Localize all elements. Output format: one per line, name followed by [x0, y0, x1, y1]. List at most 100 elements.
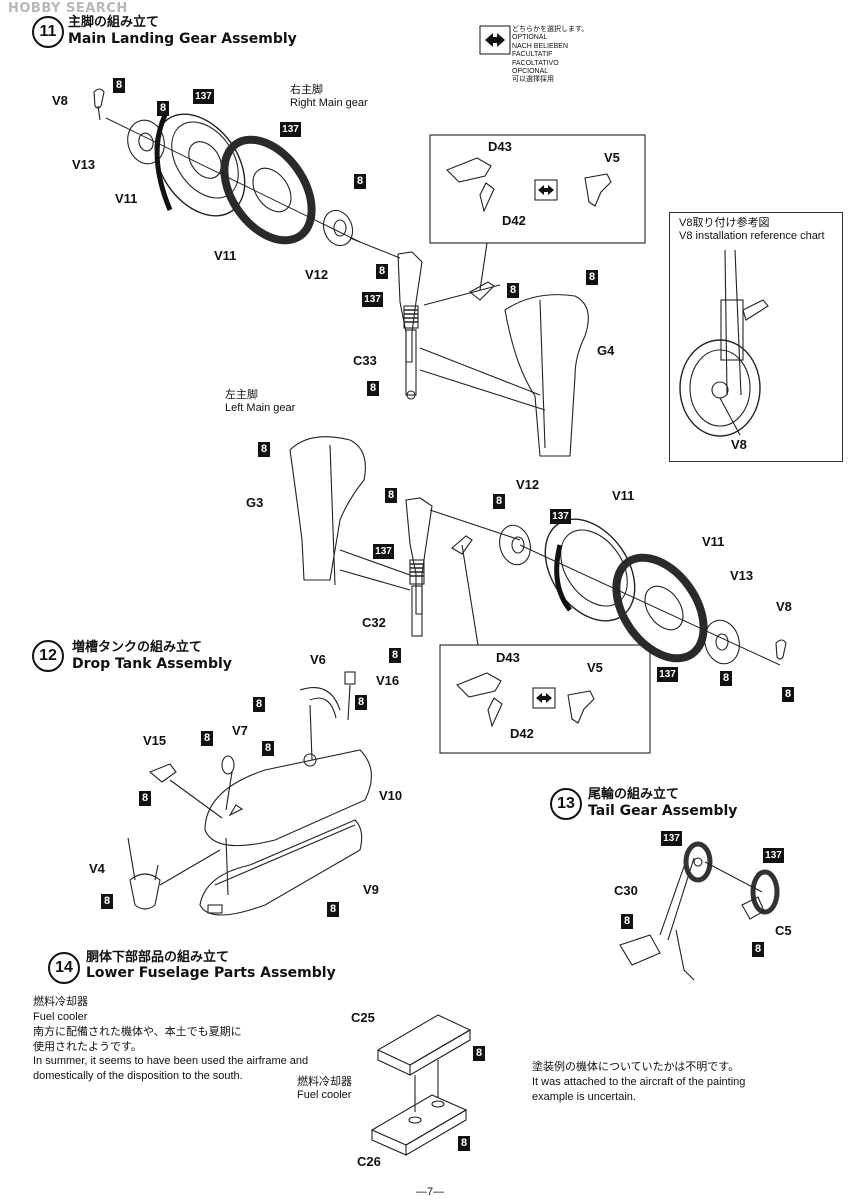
paint-code-8: 8 [327, 902, 339, 917]
paint-code-8: 8 [139, 791, 151, 806]
step-12-title-en: Drop Tank Assembly [72, 656, 232, 672]
v12-hub-left [499, 524, 531, 566]
paint-code-8: 8 [354, 174, 366, 189]
paint-code-137: 137 [657, 667, 678, 682]
step-11-title-en: Main Landing Gear Assembly [68, 31, 297, 47]
part-label-v10: V10 [379, 788, 403, 803]
v11-wheel-left-inner [544, 518, 636, 622]
reference-caption-en: V8 installation reference chart [679, 230, 825, 242]
part-label-v9: V9 [363, 882, 379, 897]
part-label-v16: V16 [376, 673, 400, 688]
part-label-v13: V13 [72, 157, 96, 172]
paint-code-137: 137 [550, 509, 571, 524]
paint-code-8: 8 [258, 442, 270, 457]
paint-code-8: 8 [507, 283, 519, 298]
part-label-d43-b: D43 [496, 650, 520, 665]
paint-code-8: 8 [458, 1136, 470, 1151]
v5-option [584, 173, 612, 207]
c5-tail-wheel [704, 861, 780, 920]
v12-hub-right [322, 209, 354, 247]
paint-code-137: 137 [373, 544, 394, 559]
part-label-v12-left: V12 [516, 477, 540, 492]
fuel-cooler-caption-en: Fuel cooler [297, 1089, 352, 1101]
v16-part [344, 671, 356, 685]
reference-label-v8: V8 [731, 437, 747, 452]
c25-part [376, 1014, 472, 1076]
part-label-v13-left: V13 [730, 568, 754, 583]
v8-reference-box [669, 212, 843, 462]
part-label-v4: V4 [89, 861, 105, 876]
paint-code-8: 8 [720, 671, 732, 686]
v8-part-bottom [775, 639, 787, 660]
v8-part-top [93, 88, 105, 121]
c32-strut [405, 497, 433, 637]
part-label-d42-b: D42 [510, 726, 534, 741]
v11-tire-left [612, 553, 708, 663]
step-12-number: 12 [32, 640, 64, 672]
paint-code-8: 8 [113, 78, 125, 93]
part-label-c32: C32 [362, 615, 386, 630]
paint-code-8: 8 [101, 894, 113, 909]
v9-tank-lower [199, 819, 363, 916]
part-label-v12: V12 [305, 267, 329, 282]
paint-example-note: 塗装例の機体についていたかは不明です。 It was attached to t… [532, 1061, 746, 1103]
paint-code-8: 8 [752, 942, 764, 957]
right-main-caption-en: Right Main gear [290, 97, 368, 109]
v13-hubcap-right [127, 119, 165, 165]
step-14-title-jp: 胴体下部部品の組み立て [86, 950, 230, 965]
v10-tank-upper [204, 749, 372, 847]
part-label-c5: C5 [775, 923, 792, 938]
part-label-v7: V7 [232, 723, 248, 738]
step-13-title-en: Tail Gear Assembly [588, 803, 738, 819]
paint-code-8: 8 [621, 914, 633, 929]
part-label-v5: V5 [604, 150, 620, 165]
part-label-v15: V15 [143, 733, 167, 748]
fuel-cooler-caption-jp: 燃料冷却器 [297, 1076, 352, 1088]
step-13-title-jp: 尾輪の組み立て [588, 787, 680, 802]
step-13-number: 13 [550, 788, 582, 820]
v11-tire-right [220, 135, 316, 245]
d43-option [446, 157, 495, 213]
paint-code-8: 8 [493, 494, 505, 509]
g4-cover [504, 294, 589, 457]
step-14-number: 14 [48, 952, 80, 984]
left-main-caption-jp: 左主脚 [225, 389, 258, 401]
paint-code-8: 8 [782, 687, 794, 702]
watermark: HOBBY SEARCH [8, 1, 128, 16]
paint-code-8: 8 [389, 648, 401, 663]
c33-strut [397, 251, 423, 400]
option-arrow-icon [479, 25, 511, 55]
step-12-title-jp: 増槽タンクの組み立て [72, 640, 203, 655]
option-arrow-icon-box1 [534, 179, 558, 201]
step-14-title-en: Lower Fuselage Parts Assembly [86, 965, 336, 981]
part-label-v11: V11 [115, 191, 138, 206]
step-11-title-jp: 主脚の組み立て [68, 15, 160, 30]
v4-bracket [127, 837, 161, 910]
part-label-d42: D42 [502, 213, 526, 228]
paint-code-8: 8 [355, 695, 367, 710]
paint-code-137: 137 [362, 292, 383, 307]
step-11-number: 11 [32, 16, 64, 48]
part-label-v8: V8 [52, 93, 68, 108]
paint-code-8: 8 [157, 101, 169, 116]
part-label-v11-left-tire: V11 [702, 534, 725, 549]
reference-caption-jp: V8取り付け参考図 [679, 217, 770, 229]
d43-option-2 [456, 672, 503, 728]
v15-part [148, 763, 177, 783]
left-main-caption-en: Left Main gear [225, 402, 296, 414]
part-label-c30: C30 [614, 883, 638, 898]
paint-code-8: 8 [253, 697, 265, 712]
d43-arm-left [451, 535, 473, 555]
paint-code-8: 8 [262, 741, 274, 756]
v13-hubcap-left [704, 619, 740, 665]
paint-code-8: 8 [367, 381, 379, 396]
c26-part [370, 1094, 468, 1156]
g3-cover [289, 436, 366, 586]
part-label-v5-b: V5 [587, 660, 603, 675]
part-label-d43: D43 [488, 139, 512, 154]
c30-tail-strut [619, 841, 713, 981]
page-number: —7— [416, 1186, 445, 1198]
fuel-cooler-note: 燃料冷却器 Fuel cooler 南方に配備された機体や、本土でも夏期に 使用… [33, 996, 309, 1083]
v6-braces [299, 686, 341, 719]
